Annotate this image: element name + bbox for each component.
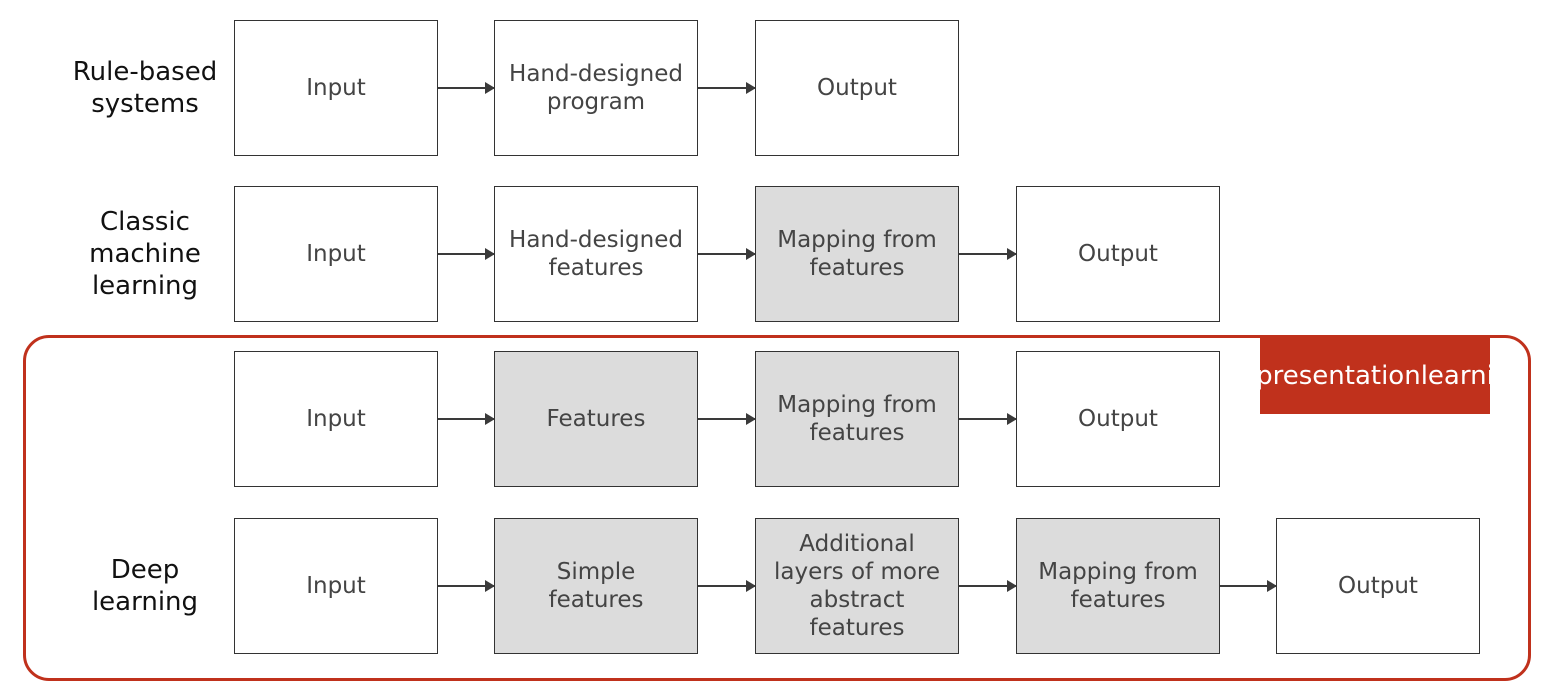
- text-line: machine: [89, 239, 201, 269]
- flow-box: Features: [494, 351, 698, 487]
- flow-box: Input: [234, 186, 438, 322]
- text-line: learning: [91, 271, 199, 301]
- text-line: Input: [306, 406, 366, 432]
- text-line: Additional: [799, 531, 915, 557]
- text-line: systems: [91, 89, 199, 119]
- flow-arrow: [438, 82, 495, 94]
- flow-box: Output: [755, 20, 959, 156]
- text-line: learning: [1420, 360, 1527, 391]
- flow-arrow: [438, 413, 495, 425]
- text-line: Output: [817, 75, 897, 101]
- text-line: Output: [1078, 241, 1158, 267]
- text-line: Hand-designed: [509, 227, 683, 253]
- flow-box-label: Input: [306, 240, 366, 268]
- text-line: features: [548, 255, 644, 281]
- text-line: layers of more: [773, 559, 941, 585]
- flow-arrow: [1220, 580, 1277, 592]
- flow-arrow: [698, 413, 756, 425]
- representation-learning-group: [23, 335, 1531, 681]
- flow-arrow: [698, 82, 756, 94]
- text-line: Output: [1078, 406, 1158, 432]
- text-line: Rule-based: [72, 57, 218, 87]
- flow-arrow: [959, 580, 1017, 592]
- flow-box-label: Output: [1338, 572, 1418, 600]
- flow-box-label: Output: [1078, 240, 1158, 268]
- flow-box-label: Features: [547, 405, 646, 433]
- text-line: features: [809, 420, 905, 446]
- flow-arrow: [959, 413, 1017, 425]
- flow-box: Simple features: [494, 518, 698, 654]
- flow-arrow: [438, 580, 495, 592]
- text-line: Representation: [1223, 360, 1421, 391]
- text-line: Classic: [100, 207, 190, 237]
- text-line: Input: [306, 75, 366, 101]
- flow-box: Input: [234, 518, 438, 654]
- text-line: Mapping from: [777, 227, 937, 253]
- text-line: Input: [306, 573, 366, 599]
- text-line: program: [546, 89, 646, 115]
- text-line: Input: [306, 241, 366, 267]
- text-line: Deep: [110, 555, 180, 585]
- text-line: abstract: [809, 587, 905, 613]
- text-line: features: [1070, 587, 1166, 613]
- flow-box: Output: [1276, 518, 1480, 654]
- flow-box-label: Simple features: [507, 558, 685, 614]
- flow-box: Output: [1016, 186, 1220, 322]
- text-line: Output: [1338, 573, 1418, 599]
- text-line: Mapping from: [777, 392, 937, 418]
- text-line: learning: [91, 587, 199, 617]
- text-line: Hand-designed: [509, 61, 683, 87]
- flow-arrow: [438, 248, 495, 260]
- text-line: features: [809, 255, 905, 281]
- flow-box-label: Input: [306, 572, 366, 600]
- text-line: features: [809, 615, 905, 641]
- flow-box-label: Input: [306, 405, 366, 433]
- text-line: Mapping from: [1038, 559, 1198, 585]
- flow-box: Input: [234, 351, 438, 487]
- flow-box-label: Output: [817, 74, 897, 102]
- flow-box: Output: [1016, 351, 1220, 487]
- flow-box-label: Input: [306, 74, 366, 102]
- flow-arrow: [959, 248, 1017, 260]
- text-line: Features: [546, 406, 646, 432]
- flow-arrow: [698, 248, 756, 260]
- flow-arrow: [698, 580, 756, 592]
- flow-box: Input: [234, 20, 438, 156]
- text-line: Simple features: [548, 559, 644, 613]
- flow-box-label: Output: [1078, 405, 1158, 433]
